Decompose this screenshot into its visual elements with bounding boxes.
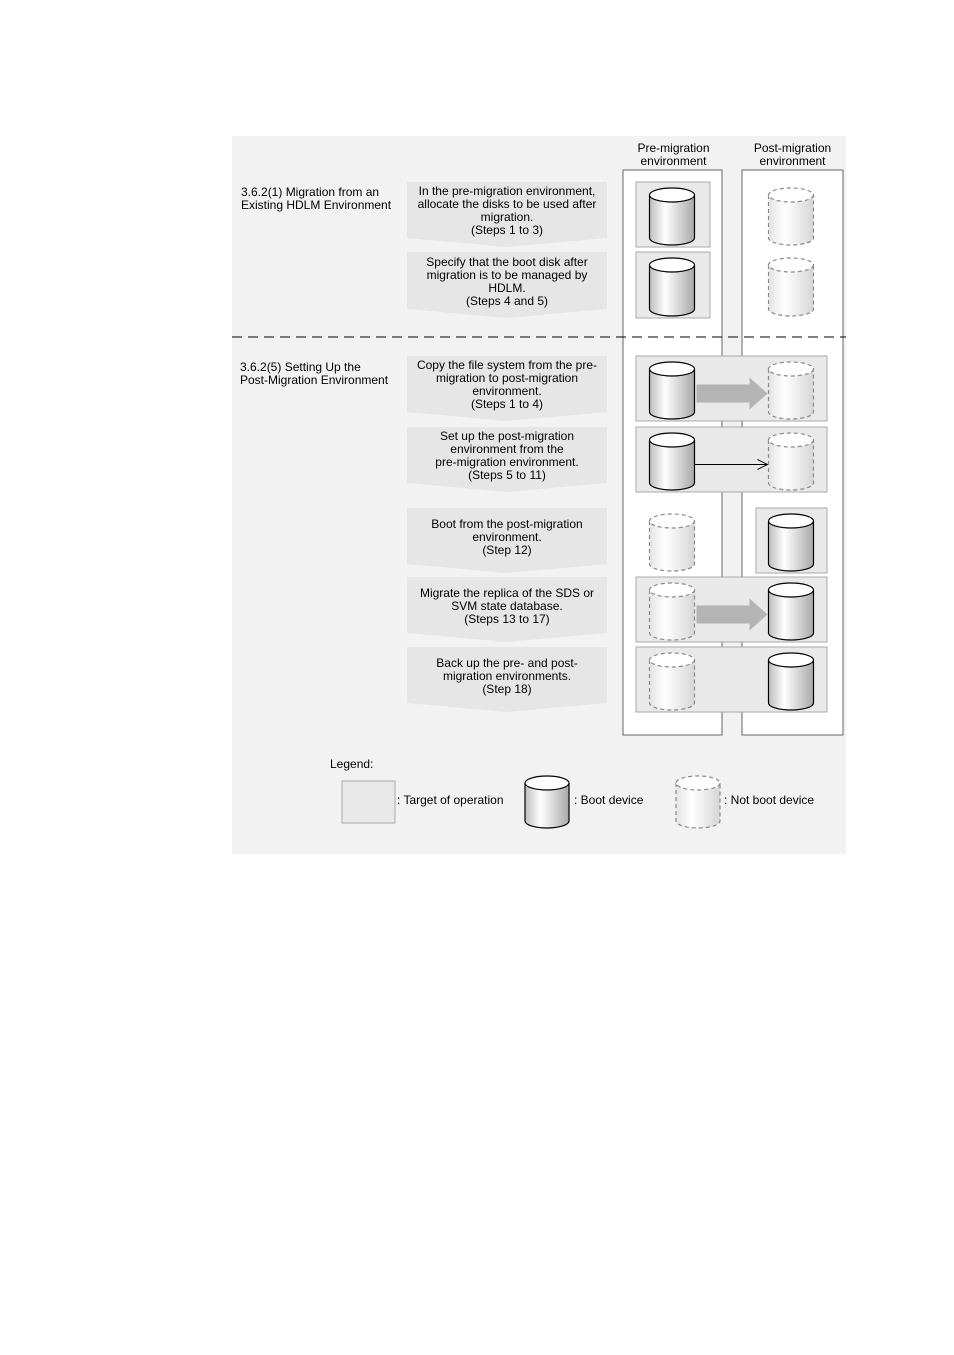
legend-not-boot-device-icon xyxy=(675,775,721,829)
step-box xyxy=(407,647,607,712)
step-text: In the pre-migration environment, alloca… xyxy=(417,184,597,237)
legend-devices xyxy=(524,775,721,829)
pre-not-boot-device-icon xyxy=(648,652,696,711)
step-text: Boot from the post-migration environment… xyxy=(431,516,583,557)
section-label-post-migration: 3.6.2(5) Setting Up the Post-Migration E… xyxy=(240,360,389,387)
post-not-boot-device-icon xyxy=(767,187,815,246)
pre-boot-device-icon xyxy=(648,361,696,420)
legend-title: Legend: xyxy=(330,757,374,771)
legend-target-label: : Target of operation xyxy=(397,793,504,807)
legend-not-boot-label: : Not boot device xyxy=(724,793,815,807)
pre-boot-device-icon xyxy=(648,187,696,246)
pre-not-boot-device-icon xyxy=(648,513,696,572)
step-box xyxy=(407,356,607,421)
step-box xyxy=(407,508,607,573)
step-text: Set up the post-migration environment fr… xyxy=(435,429,579,482)
pre-boot-device-icon xyxy=(648,432,696,491)
step-box xyxy=(407,182,607,247)
step-text: Migrate the replica of the SDS or SVM st… xyxy=(419,585,595,626)
pre-boot-device-icon xyxy=(648,257,696,317)
post-boot-device-icon xyxy=(767,652,815,711)
post-boot-device-icon xyxy=(767,513,815,572)
pre-not-boot-device-icon xyxy=(648,582,696,641)
post-not-boot-device-icon xyxy=(767,361,815,420)
post-not-boot-device-icon xyxy=(767,257,815,317)
step-box xyxy=(407,577,607,642)
step-text: Back up the pre- and post- migration env… xyxy=(436,655,578,696)
step-box xyxy=(407,252,607,318)
legend-boot-device-icon xyxy=(524,775,570,829)
step-text: Specify that the boot disk after migrati… xyxy=(426,254,588,308)
pre-migration-header: Pre-migration environment xyxy=(637,141,710,168)
legend-target-swatch xyxy=(341,780,396,824)
copy-arrow xyxy=(696,377,768,410)
copy-arrow xyxy=(696,598,768,631)
legend-boot-label: : Boot device xyxy=(574,793,644,807)
steps-layer xyxy=(407,181,828,713)
post-not-boot-device-icon xyxy=(767,432,815,491)
setup-arrow-head xyxy=(757,459,769,470)
step-box xyxy=(407,427,607,492)
section-label-existing-hdlm: 3.6.2(1) Migration from an Existing HDLM… xyxy=(241,185,392,212)
post-boot-device-icon xyxy=(767,582,815,641)
post-migration-header: Post-migration environment xyxy=(753,141,832,168)
step-text: Copy the file system from the pre- migra… xyxy=(416,358,598,411)
